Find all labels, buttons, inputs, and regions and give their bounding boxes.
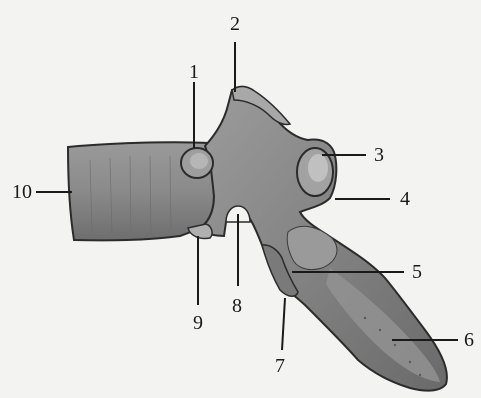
label-3: 3 [368,145,390,165]
label-4: 4 [394,189,416,209]
label-1: 1 [183,62,205,82]
label-2: 2 [224,14,246,34]
label-6: 6 [458,330,480,350]
label-7: 7 [269,356,291,376]
lamina [287,226,337,269]
label-9: 9 [187,313,209,333]
label-5: 5 [406,262,428,282]
label-10: 10 [8,182,36,202]
leader-7 [282,298,285,350]
label-8: 8 [226,296,248,316]
